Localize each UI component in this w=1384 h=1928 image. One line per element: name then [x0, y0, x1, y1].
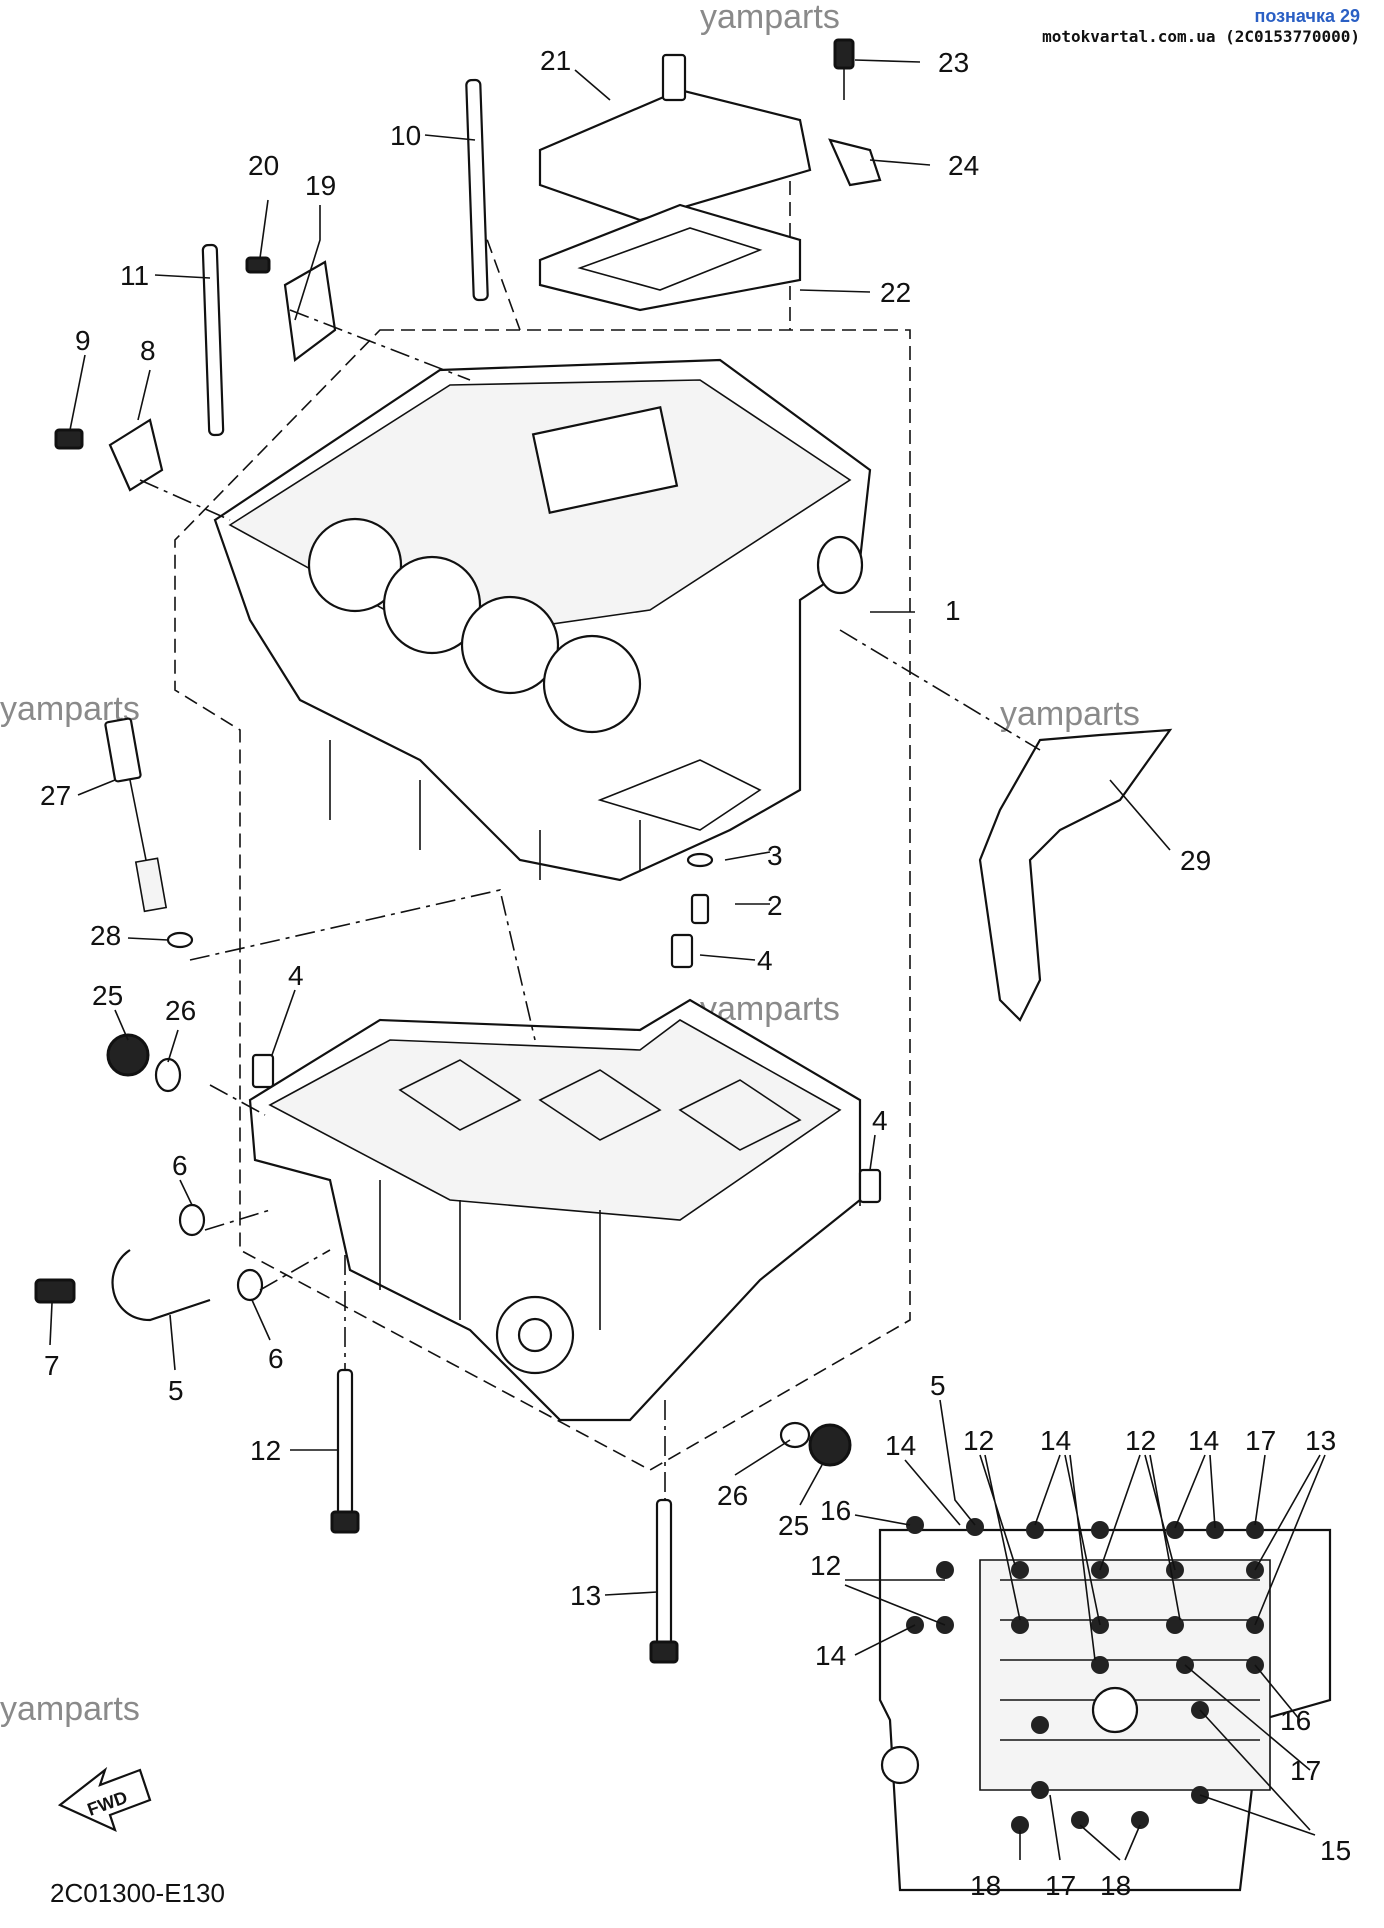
- label-15: 15: [1320, 1835, 1351, 1866]
- label-12-inset-a: 12: [963, 1425, 994, 1456]
- label-27: 27: [40, 780, 71, 811]
- label-17-c: 17: [1045, 1870, 1076, 1901]
- upper-case-opening: [531, 406, 679, 514]
- stud-bolt-10: [465, 78, 489, 302]
- water-pipe-outlet: [816, 535, 864, 595]
- cylinder-bore-1: [307, 517, 403, 613]
- label-2: 2: [767, 890, 783, 921]
- watermark-right: yamparts: [1000, 695, 1140, 733]
- leader-lines: [49, 59, 1171, 1596]
- label-14-c: 14: [1188, 1425, 1219, 1456]
- label-1: 1: [945, 595, 961, 626]
- watermark-top: yamparts: [700, 0, 840, 36]
- oil-pipe-5: [111, 1249, 211, 1322]
- label-4-mid: 4: [757, 945, 773, 976]
- o-ring-6-upper: [178, 1203, 206, 1237]
- label-19: 19: [305, 170, 336, 201]
- plug-25-left: [106, 1033, 150, 1077]
- label-23: 23: [938, 47, 969, 78]
- bolt-location-inset: [878, 1516, 1332, 1892]
- stud-bolt-11: [201, 243, 225, 437]
- o-ring-6-lower: [236, 1268, 264, 1302]
- label-22: 22: [880, 277, 911, 308]
- bolt-9: [54, 428, 84, 450]
- washer-26-left: [154, 1057, 182, 1093]
- part-number-labels: 1 2 3 4 4 4 5 5 6 6 7 8 9 10 11 12 12 12…: [40, 45, 1351, 1901]
- label-10: 10: [390, 120, 421, 151]
- bracket-29: [978, 728, 1173, 1022]
- label-18-a: 18: [970, 1870, 1001, 1901]
- label-17-a: 17: [1245, 1425, 1276, 1456]
- clamp-24: [828, 138, 882, 187]
- watermark-bottom-left: yamparts: [0, 1690, 140, 1728]
- label-14-a: 14: [885, 1430, 916, 1461]
- cover-dash-left: [479, 219, 521, 331]
- o-ring-28: [166, 931, 194, 949]
- badge-title: позначка 29: [1254, 6, 1360, 26]
- label-6-upper: 6: [172, 1150, 188, 1181]
- label-14-d: 14: [815, 1640, 846, 1671]
- label-24: 24: [948, 150, 979, 181]
- plug-25-right: [808, 1423, 852, 1467]
- label-12-inset-c: 12: [810, 1550, 841, 1581]
- label-3: 3: [767, 840, 783, 871]
- label-16-a: 16: [820, 1495, 851, 1526]
- label-12-inset-b: 12: [1125, 1425, 1156, 1456]
- label-21: 21: [540, 45, 571, 76]
- cylinder-bore-2: [382, 555, 482, 655]
- label-6-lower: 6: [268, 1343, 284, 1374]
- upper-crankcase: [213, 358, 872, 882]
- bolt-13-long: [655, 1498, 673, 1647]
- breather-cover: [538, 53, 812, 222]
- label-9: 9: [75, 325, 91, 356]
- cylinder-bore-3: [460, 595, 560, 695]
- lower-crankcase: [248, 998, 862, 1422]
- watermarks: yamparts yamparts yamparts yamparts yamp…: [0, 0, 1140, 1733]
- label-7: 7: [44, 1350, 60, 1381]
- label-13-main: 13: [570, 1580, 601, 1611]
- diagram-code: 2C01300-E130: [50, 1878, 225, 1908]
- bolt-23: [833, 38, 855, 70]
- label-25-left: 25: [92, 980, 123, 1011]
- label-20: 20: [248, 150, 279, 181]
- label-8: 8: [140, 335, 156, 366]
- bolt-12-long: [336, 1368, 354, 1517]
- gasket-plate-19: [283, 260, 337, 363]
- o-ring-3: [686, 852, 714, 868]
- badge-subtitle: motokvartal.com.ua (2C0153770000): [1042, 27, 1360, 46]
- inset-leader-lines: [844, 1399, 1326, 1861]
- cover-8: [108, 418, 164, 492]
- label-5-inset: 5: [930, 1370, 946, 1401]
- label-26-left: 26: [165, 995, 196, 1026]
- bolt-7: [34, 1278, 76, 1304]
- label-14-b: 14: [1040, 1425, 1071, 1456]
- label-11: 11: [120, 260, 149, 291]
- alignment-lines: [139, 309, 1041, 1500]
- label-5-pipe: 5: [168, 1375, 184, 1406]
- label-12-main: 12: [250, 1435, 281, 1466]
- oil-level-gauge-27: [104, 717, 168, 913]
- dowel-4-left: [251, 1053, 275, 1089]
- label-16-b: 16: [1280, 1705, 1311, 1736]
- plug-2: [690, 893, 710, 925]
- label-4-left: 4: [288, 960, 304, 991]
- label-29: 29: [1180, 845, 1211, 876]
- label-18-b: 18: [1100, 1870, 1131, 1901]
- breather-nipple: [661, 53, 687, 102]
- source-badge: позначка 29 motokvartal.com.ua (2C015377…: [1042, 6, 1360, 46]
- dowel-4-mid: [670, 933, 694, 969]
- breather-gasket: [538, 203, 802, 312]
- label-13-inset: 13: [1305, 1425, 1336, 1456]
- label-26-right: 26: [717, 1480, 748, 1511]
- label-28: 28: [90, 920, 121, 951]
- cylinder-bore-4: [542, 634, 642, 734]
- label-17-b: 17: [1290, 1755, 1321, 1786]
- bolt-20: [245, 256, 271, 274]
- label-25-right: 25: [778, 1510, 809, 1541]
- fwd-arrow-icon: FWD: [57, 1766, 152, 1833]
- label-4-right: 4: [872, 1105, 888, 1136]
- dowel-4-right: [858, 1168, 882, 1204]
